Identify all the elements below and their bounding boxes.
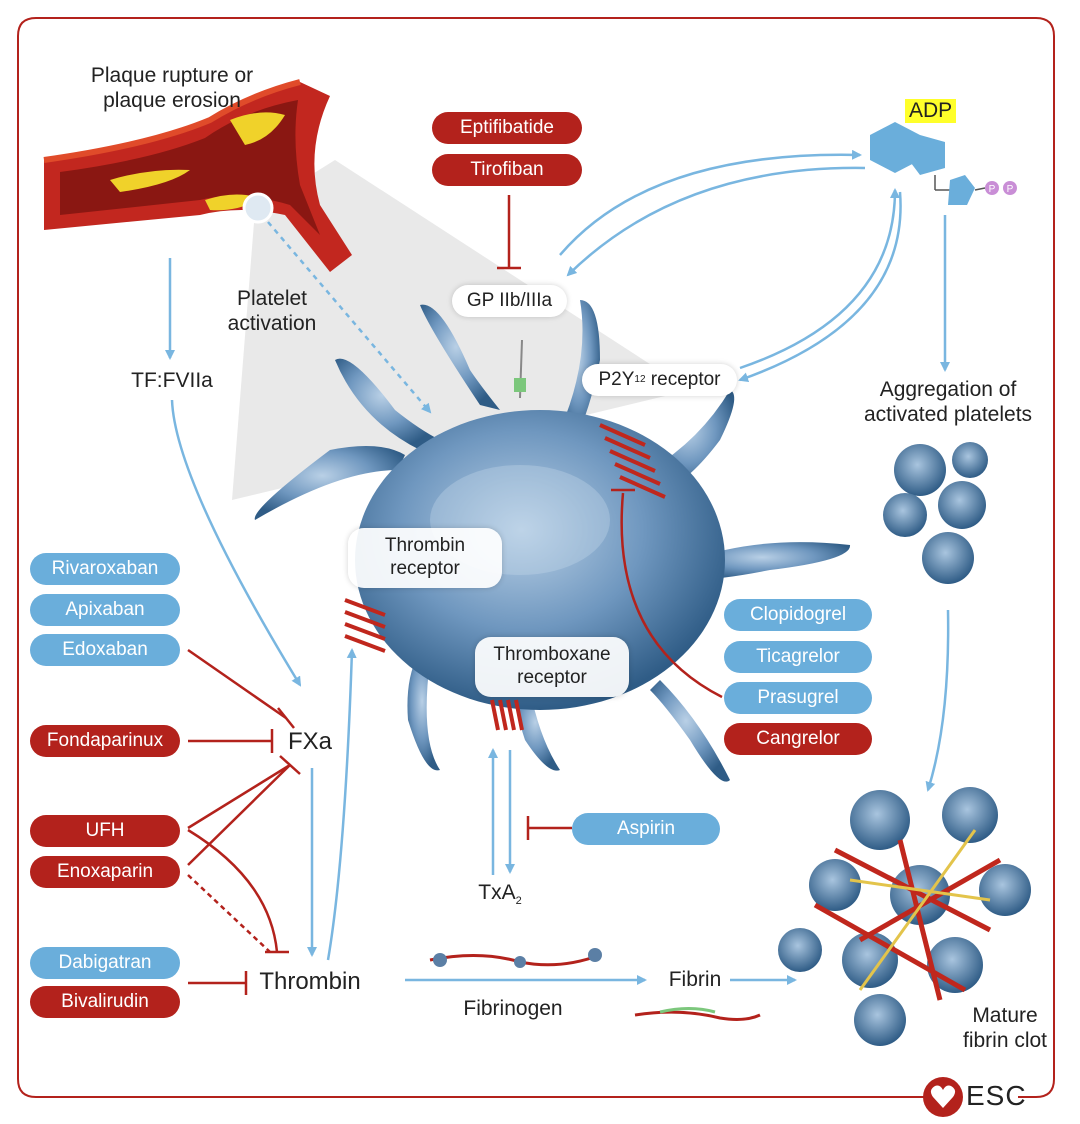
fibrin-clot-illustration: [778, 787, 1031, 1046]
aggregation-line-2: activated platelets: [863, 403, 1033, 427]
fibrinogen-molecule: [429, 948, 602, 968]
edoxaban-pill: Edoxaban: [30, 634, 180, 666]
thromboxane-receptor-label: Thromboxane receptor: [475, 637, 629, 697]
inhibit-enox-thrombin: [187, 874, 271, 953]
platelet-activation-label: Platelet activation: [212, 286, 332, 336]
inhibit-ufh-thrombin: [187, 828, 279, 953]
thrombin-label: Thrombin: [259, 968, 361, 995]
inhibit-enox-fxa: [187, 764, 291, 866]
activated-platelet: [254, 300, 851, 782]
thromboxane-receptor-line-1: Thromboxane: [493, 644, 611, 666]
clopidogrel-pill: Clopidogrel: [724, 599, 872, 631]
inhibit-xa-anti: [187, 648, 287, 720]
plaque-line-1: Plaque rupture or: [90, 64, 254, 87]
heart-icon: [923, 1077, 963, 1117]
thromboxane-receptor-line-2: receptor: [517, 667, 587, 688]
plaque-line-2: plaque erosion: [103, 89, 241, 113]
arrow-p2y12-to-adp: [739, 188, 900, 370]
esc-logo-text: ESC: [966, 1080, 1027, 1111]
arrow-tf-to-fxa: [170, 399, 302, 687]
fondaparinux-pill: Fondaparinux: [30, 725, 180, 757]
arrow-aggregation-to-clot: [925, 609, 950, 792]
p2y12-sub: 12: [634, 374, 646, 385]
platelet-activation-arrow: [267, 221, 432, 414]
txa2-label: TxA2: [470, 880, 530, 908]
aspirin-pill: Aspirin: [572, 813, 720, 845]
enoxaparin-pill: Enoxaparin: [30, 856, 180, 888]
platelet-activation-line-1: Platelet: [236, 287, 308, 310]
artery-illustration: [43, 79, 352, 272]
aggregated-platelets: [883, 442, 988, 584]
dabigatran-pill: Dabigatran: [30, 947, 180, 979]
arrow-thrombin-to-receptor: [326, 648, 357, 961]
gp-receptor-label: GP IIb/IIIa: [452, 285, 567, 317]
aggregation-label: Aggregation of activated platelets: [858, 377, 1038, 427]
inhibit-p2y12: [620, 492, 723, 699]
phosphate-label-1: P: [989, 184, 996, 195]
apixaban-pill: Apixaban: [30, 594, 180, 626]
txa2-main: TxA: [478, 881, 516, 904]
mature-clot-line-1: Mature: [972, 1004, 1038, 1027]
inhibit-ufh-fxa: [187, 763, 291, 830]
rivaroxaban-pill: Rivaroxaban: [30, 553, 180, 585]
arrow-adp-to-gp: [566, 166, 866, 277]
phosphate-2: [1003, 181, 1017, 195]
arrow-gp-to-adp: [559, 149, 862, 256]
fibrin-molecule: [634, 1007, 761, 1021]
mature-clot-line-2: fibrin clot: [962, 1029, 1048, 1053]
aggregation-line-1: Aggregation of: [879, 378, 1017, 401]
bivalirudin-pill: Bivalirudin: [30, 986, 180, 1018]
phosphate-label-2: P: [1007, 184, 1014, 195]
fibrinogen-label: Fibrinogen: [463, 997, 563, 1020]
thrombin-receptor-line-1: Thrombin: [384, 535, 466, 557]
mature-clot-label: Mature fibrin clot: [950, 1003, 1060, 1053]
txa2-sub: 2: [515, 895, 522, 908]
eptifibatide-pill: Eptifibatide: [432, 112, 582, 144]
adp-label: ADP: [905, 99, 957, 123]
fxa-label: FXa: [287, 728, 332, 755]
thrombin-receptor-line-2: receptor: [390, 558, 460, 579]
ufh-pill: UFH: [30, 815, 180, 847]
adp-molecule: [870, 122, 986, 205]
fibrin-label: Fibrin: [668, 968, 722, 991]
tf-fviia-label: TF:FVIIa: [131, 369, 213, 392]
thrombin-receptor-label: Thrombin receptor: [348, 528, 502, 588]
ticagrelor-pill: Ticagrelor: [724, 641, 872, 673]
p2y12-post: receptor: [645, 368, 721, 390]
phosphate-1: [985, 181, 999, 195]
cangrelor-pill: Cangrelor: [724, 723, 872, 755]
tirofiban-pill: Tirofiban: [432, 154, 582, 186]
p2y12-pre: P2Y: [598, 368, 635, 390]
arrow-adp-to-p2y12: [738, 191, 902, 383]
platelet-activation-line-2: activation: [227, 312, 317, 336]
plaque-label: Plaque rupture or plaque erosion: [62, 63, 282, 113]
prasugrel-pill: Prasugrel: [724, 682, 872, 714]
frame-border: [17, 17, 1055, 1098]
